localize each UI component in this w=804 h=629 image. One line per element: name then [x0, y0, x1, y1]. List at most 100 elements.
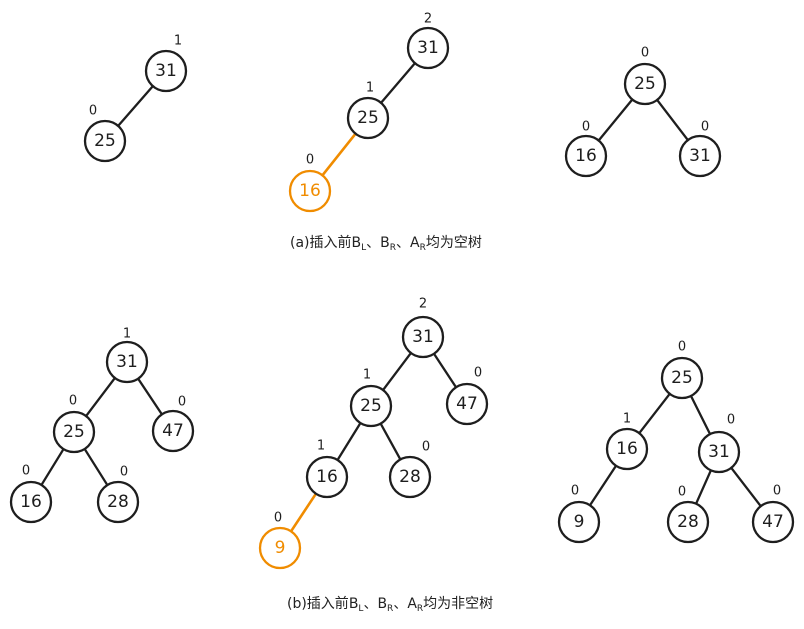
tree-node-b1-n25: 25 0 [52, 394, 96, 454]
node-circle [751, 500, 795, 544]
balance-factor-label: 1 [366, 81, 374, 96]
edge-b2-n25-n28 [379, 422, 402, 461]
node-label: 9 [275, 538, 286, 558]
node-circle [564, 134, 608, 178]
tree-a1 [116, 84, 155, 128]
caption-a-br-sub: R [389, 243, 397, 253]
tree-node-b3-n31: 310 [697, 413, 741, 474]
node-label: 28 [107, 492, 129, 512]
node-circle [305, 455, 349, 499]
balance-factor-label: 0 [120, 465, 128, 480]
caption-a-ar-sub: R [419, 243, 426, 253]
balance-factor-label: 2 [424, 12, 432, 27]
edge-b2-n25-n16 [336, 421, 362, 462]
node-label: 31 [689, 146, 711, 166]
node-label: 25 [94, 131, 116, 151]
node-circle [666, 500, 710, 544]
node-label: 31 [417, 38, 439, 58]
caption-a: (a)插入前BL、BR、AR均为空树 [290, 232, 482, 253]
node-label: 25 [671, 368, 693, 388]
tree-node-a3-n31: 31 0 [678, 120, 722, 178]
nodes-layer: 3112503122511602501603103112504701602803… [9, 12, 795, 570]
node-label: 25 [63, 422, 85, 442]
balance-factor-label: 0 [306, 153, 314, 168]
tree-node-b2-n25: 25 1 [349, 368, 393, 428]
balance-factor-label: 2 [419, 297, 427, 312]
tree-node-b1-n47: 47 0 [151, 395, 195, 453]
tree-node-a1-n31: 31 1 [144, 34, 188, 93]
caption-a-ar: A [410, 235, 420, 251]
tree-node-a3-n16: 160 [564, 120, 608, 178]
caption-a-bl-sub: L [361, 243, 367, 253]
caption-a-sep2: 、 [396, 235, 411, 251]
edge-b3-n25-n16 [638, 392, 671, 435]
node-label: 28 [399, 467, 421, 487]
node-circle [678, 134, 722, 178]
caption-b-sep1: 、 [363, 596, 378, 612]
balance-factor-label: 0 [422, 440, 430, 455]
node-circle [445, 382, 489, 426]
tree-node-a2-n25: 251 [346, 81, 390, 140]
node-circle [697, 430, 741, 474]
edge-b2-n31-n25 [381, 351, 413, 392]
edge-b1-n31-n47 [136, 377, 164, 416]
caption-b-bl-sub: L [358, 604, 364, 614]
node-label: 25 [634, 74, 656, 94]
node-circle [144, 49, 188, 93]
balance-factor-label: 1 [623, 412, 631, 427]
tree-b2 [289, 351, 458, 533]
node-circle [623, 62, 667, 106]
balance-factor-label: 0 [571, 484, 579, 499]
tree-node-b3-n25: 25 0 [660, 340, 704, 400]
caption-b-bl: B [348, 596, 359, 612]
caption-a-br: B [380, 235, 390, 251]
caption-a-suffix: 均为空树 [425, 235, 482, 251]
balance-factor-label: 0 [69, 394, 77, 409]
caption-a-sep1: 、 [366, 235, 381, 251]
balance-factor-label: 0 [89, 104, 97, 119]
node-circle [660, 356, 704, 400]
balance-factor-label: 0 [727, 413, 735, 428]
edge-b2-n16-n9 [289, 492, 318, 533]
balance-factor-label: 1 [174, 34, 182, 49]
node-label: 31 [155, 61, 177, 81]
caption-b: (b)插入前BL、BR、AR均为非空树 [287, 593, 493, 614]
node-circle [557, 500, 601, 544]
balance-factor-label: 0 [178, 395, 186, 410]
edge-a2-n31-n25 [379, 62, 417, 104]
node-label: 31 [412, 327, 434, 347]
tree-node-b2-n31: 31 2 [401, 297, 445, 359]
node-circle [605, 427, 649, 471]
balance-factor-label: 0 [22, 464, 30, 479]
node-circle [406, 26, 450, 70]
tree-node-b2-n9: 90 [258, 511, 302, 570]
balance-factor-label: 0 [701, 120, 709, 135]
balance-factor-label: 0 [773, 484, 781, 499]
balance-factor-label: 0 [582, 120, 590, 135]
balance-factor-label: 0 [678, 485, 686, 500]
tree-b3 [588, 392, 762, 508]
node-label: 25 [360, 396, 382, 416]
tree-a2 [321, 62, 417, 177]
balance-factor-label: 0 [678, 340, 686, 355]
node-circle [96, 480, 140, 524]
node-label: 16 [616, 439, 638, 459]
tree-node-a1-n25: 25 0 [83, 104, 127, 163]
caption-b-ar: A [407, 596, 417, 612]
node-label: 47 [762, 512, 784, 532]
node-circle [83, 119, 127, 163]
node-circle [346, 96, 390, 140]
node-label: 16 [316, 467, 338, 487]
edge-a1-n31-n25 [116, 84, 155, 128]
node-label: 47 [162, 421, 184, 441]
node-label: 28 [677, 512, 699, 532]
node-circle [151, 409, 195, 453]
caption-a-bl: B [351, 235, 362, 251]
edge-b3-n25-n31 [689, 394, 712, 436]
node-label: 16 [20, 492, 42, 512]
edge-b3-n31-n47 [730, 466, 762, 508]
tree-a3 [597, 98, 690, 142]
edge-b1-n25-n16 [40, 447, 65, 487]
balance-factor-label: 1 [363, 368, 371, 383]
